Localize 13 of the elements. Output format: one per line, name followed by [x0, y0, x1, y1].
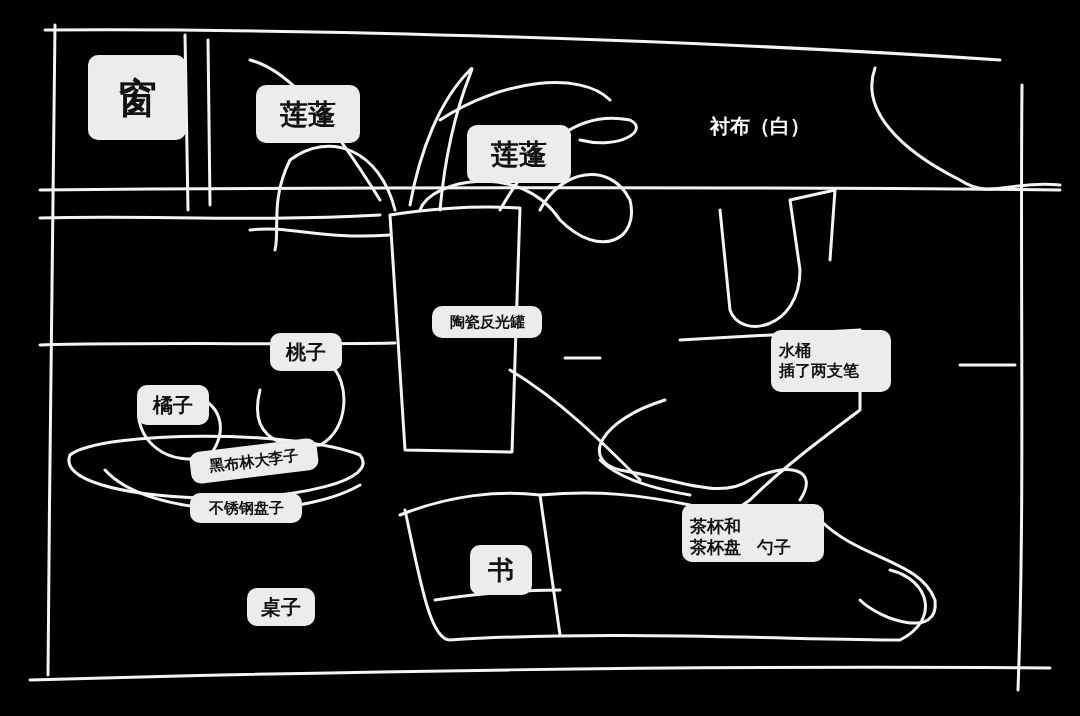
- label-tag: 水桶 插了两支笔: [771, 330, 891, 392]
- label-tag: 桃子: [270, 333, 342, 371]
- label-tag: 茶杯和茶杯盘 勺子: [682, 504, 824, 562]
- label-tag: 橘子: [137, 385, 209, 425]
- note-text: 衬布（白）: [710, 113, 810, 140]
- label-tag: 黑布林大李子: [188, 437, 320, 485]
- label-tag: 莲蓬: [256, 85, 360, 143]
- label-tag: 书: [470, 545, 532, 595]
- label-tag: 桌子: [247, 588, 315, 626]
- label-tag: 不锈钢盘子: [190, 493, 302, 523]
- label-tag: 陶瓷反光罐: [432, 306, 542, 338]
- label-tag: 窗: [88, 55, 186, 140]
- label-tag: 莲蓬: [467, 125, 571, 183]
